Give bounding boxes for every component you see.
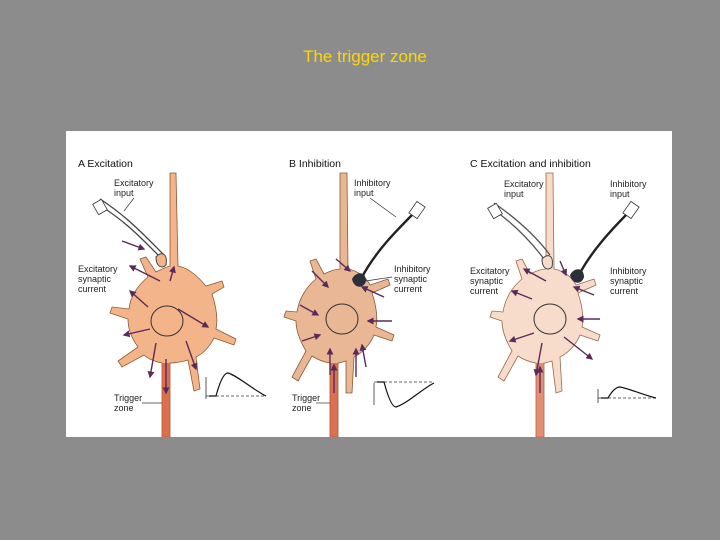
inhibitory-input-label-c: Inhibitory input <box>610 179 649 199</box>
excitatory-current-label-c: Excitatory synaptic current <box>470 266 512 296</box>
electrode-a <box>93 199 108 214</box>
slide-title: The trigger zone <box>0 47 720 67</box>
panel-a-title: A Excitation <box>78 158 133 170</box>
excitatory-terminal-a <box>156 254 166 267</box>
neuron-figure: A Excitation Excitatory input Exc <box>66 131 672 437</box>
ipsp-trace-b <box>374 382 434 407</box>
inhibitory-axon-c <box>580 211 630 273</box>
panel-excitation-and-inhibition: C Excitation and inhibition Excitatory i… <box>470 158 656 437</box>
panel-c-title: C Excitation and inhibition <box>470 158 591 170</box>
inhibitory-input-label-b: Inhibitory input <box>354 178 393 198</box>
inhibitory-current-label-b: Inhibitory synaptic current <box>394 264 433 294</box>
excitatory-axon-a <box>96 203 162 265</box>
excitatory-input-label-c: Excitatory input <box>504 179 546 199</box>
panel-inhibition: B Inhibition Inhibitory input Inhibitory <box>284 158 434 437</box>
epsp-trace-a <box>206 373 266 399</box>
excitatory-input-label-a: Excitatory input <box>114 178 156 198</box>
electrode-c-exc <box>488 203 503 218</box>
trigger-zone-label-a: Trigger zone <box>114 393 145 413</box>
combined-trace-c <box>598 387 656 403</box>
excitatory-current-label-a: Excitatory synaptic current <box>78 264 120 294</box>
inhibitory-current-label-c: Inhibitory synaptic current <box>610 266 649 296</box>
neuron-diagram-svg: A Excitation Excitatory input Exc <box>66 131 672 437</box>
panel-b-title: B Inhibition <box>289 158 341 170</box>
panel-excitation: A Excitation Excitatory input Exc <box>78 158 266 437</box>
